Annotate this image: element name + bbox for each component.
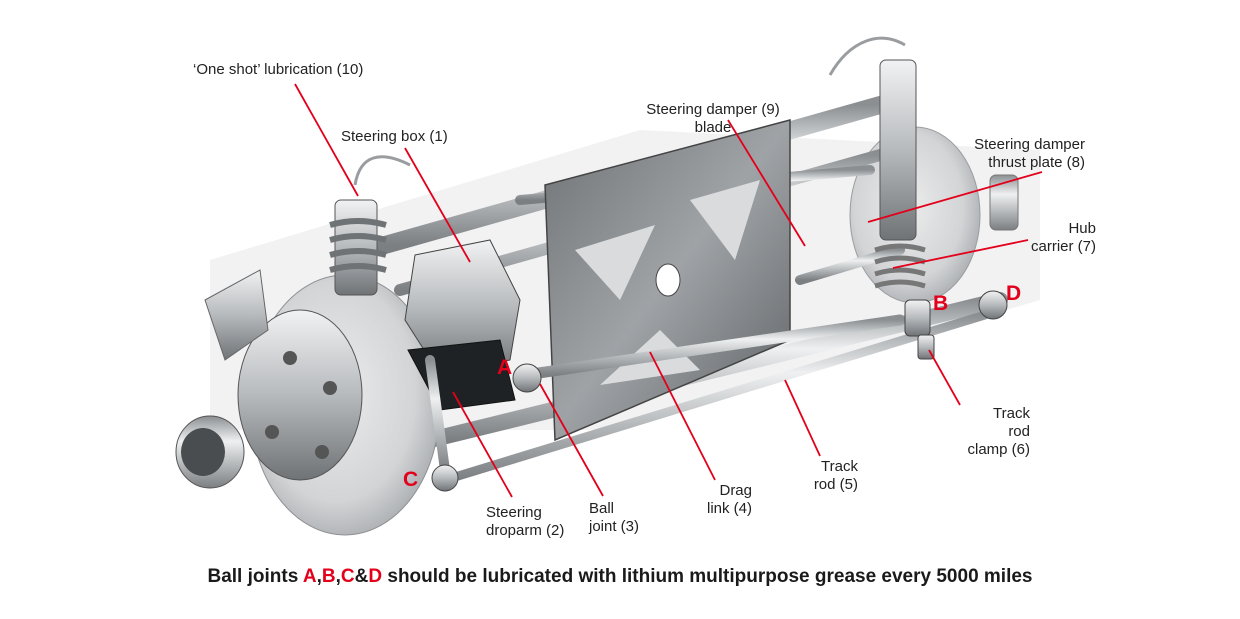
label-text: Steering <box>486 504 542 521</box>
steering-droparm-shape <box>425 355 450 475</box>
label-track-rod-clamp: Track rod clamp (6) <box>950 405 1030 459</box>
plate-hole <box>655 263 681 297</box>
label-drag-link: Drag link (4) <box>690 482 752 518</box>
wheel-stud <box>265 425 279 439</box>
label-steering-box: Steering box (1) <box>341 128 448 146</box>
label-text: Steering damper <box>974 136 1085 153</box>
joint-d-housing <box>978 290 1008 320</box>
caption-joint-d: D <box>368 566 383 587</box>
caption: Ball joints A,B,C&D should be lubricated… <box>0 566 1240 588</box>
label-text: link (4) <box>706 500 752 517</box>
left-oil-pipe <box>353 155 411 186</box>
label-text: clamp (6) <box>967 441 1030 458</box>
label-text: carrier (7) <box>1030 238 1096 255</box>
leader-droparm <box>452 391 513 498</box>
joint-letter-b: B <box>933 292 949 315</box>
label-one-shot-lubrication: ‘One shot’ lubrication (10) <box>193 61 363 79</box>
caption-joint-a: A <box>302 566 317 587</box>
label-steering-droparm: Steering droparm (2) <box>486 504 564 540</box>
label-text: ‘One shot’ lubrication (10) <box>193 61 364 78</box>
right-hub-spline <box>989 174 1019 231</box>
wheel-stud <box>315 445 329 459</box>
label-text: joint (3) <box>589 518 640 535</box>
caption-joint-b: B <box>321 566 336 587</box>
label-steering-damper-thrust-plate: Steering damper thrust plate (8) <box>930 136 1085 172</box>
right-coil-spring <box>874 243 926 289</box>
label-text: Ball <box>589 500 615 517</box>
joint-c-housing <box>431 464 459 492</box>
label-text: droparm (2) <box>486 522 565 539</box>
leader-thrust-plate <box>867 171 1043 223</box>
right-oil-pipe <box>828 36 906 76</box>
leader-one-shot <box>294 83 359 197</box>
wheel-stud <box>323 381 337 395</box>
caption-sep: & <box>354 566 369 587</box>
joint-b-housing <box>904 299 931 337</box>
caption-joint-c: C <box>340 566 355 587</box>
plate-cutouts <box>575 180 760 385</box>
leader-damper-blade <box>727 119 806 247</box>
label-ball-joint: Ball joint (3) <box>589 500 639 536</box>
joint-letter-c: C <box>403 468 419 491</box>
leader-hub-carrier <box>892 239 1029 269</box>
left-hub-bore <box>181 428 225 476</box>
leader-track-rod <box>784 379 821 457</box>
label-steering-damper-blade: Steering damper (9) blade <box>640 101 786 137</box>
label-text: Track <box>993 405 1030 422</box>
label-text: Drag <box>719 482 752 499</box>
label-text: rod <box>1008 423 1030 440</box>
left-shock-absorber <box>334 199 378 296</box>
caption-text: should be lubricated with lithium multip… <box>382 566 1033 587</box>
label-text: thrust plate (8) <box>988 154 1085 171</box>
right-shock-absorber <box>879 59 917 241</box>
joint-letter-a: A <box>497 356 513 379</box>
drag-link-tube <box>519 314 906 381</box>
label-track-rod: Track rod (5) <box>790 458 858 494</box>
caption-text: Ball joints <box>207 566 303 587</box>
left-coil-spring <box>329 218 387 273</box>
leader-drag-link <box>649 351 716 481</box>
track-rod-tube <box>440 310 990 485</box>
label-text: Hub <box>1068 220 1096 237</box>
wheel-stud <box>283 351 297 365</box>
rear-lower-tube <box>795 245 905 285</box>
leader-ball-joint <box>539 383 604 497</box>
label-text: Track <box>821 458 858 475</box>
label-hub-carrier: Hub carrier (7) <box>1000 220 1096 256</box>
label-text: Steering box (1) <box>341 128 448 145</box>
label-text: Steering damper (9) <box>646 101 780 118</box>
caption-sep: , <box>316 566 322 587</box>
joint-letter-d: D <box>1006 282 1022 305</box>
label-text: blade <box>694 119 732 136</box>
leader-steering-box <box>404 147 471 263</box>
caption-sep: , <box>335 566 341 587</box>
leader-track-rod-clamp <box>928 349 961 406</box>
label-text: rod (5) <box>813 476 858 493</box>
leader-lines <box>294 83 1043 498</box>
left-caliper <box>204 269 269 361</box>
joint-a-housing <box>512 363 542 393</box>
